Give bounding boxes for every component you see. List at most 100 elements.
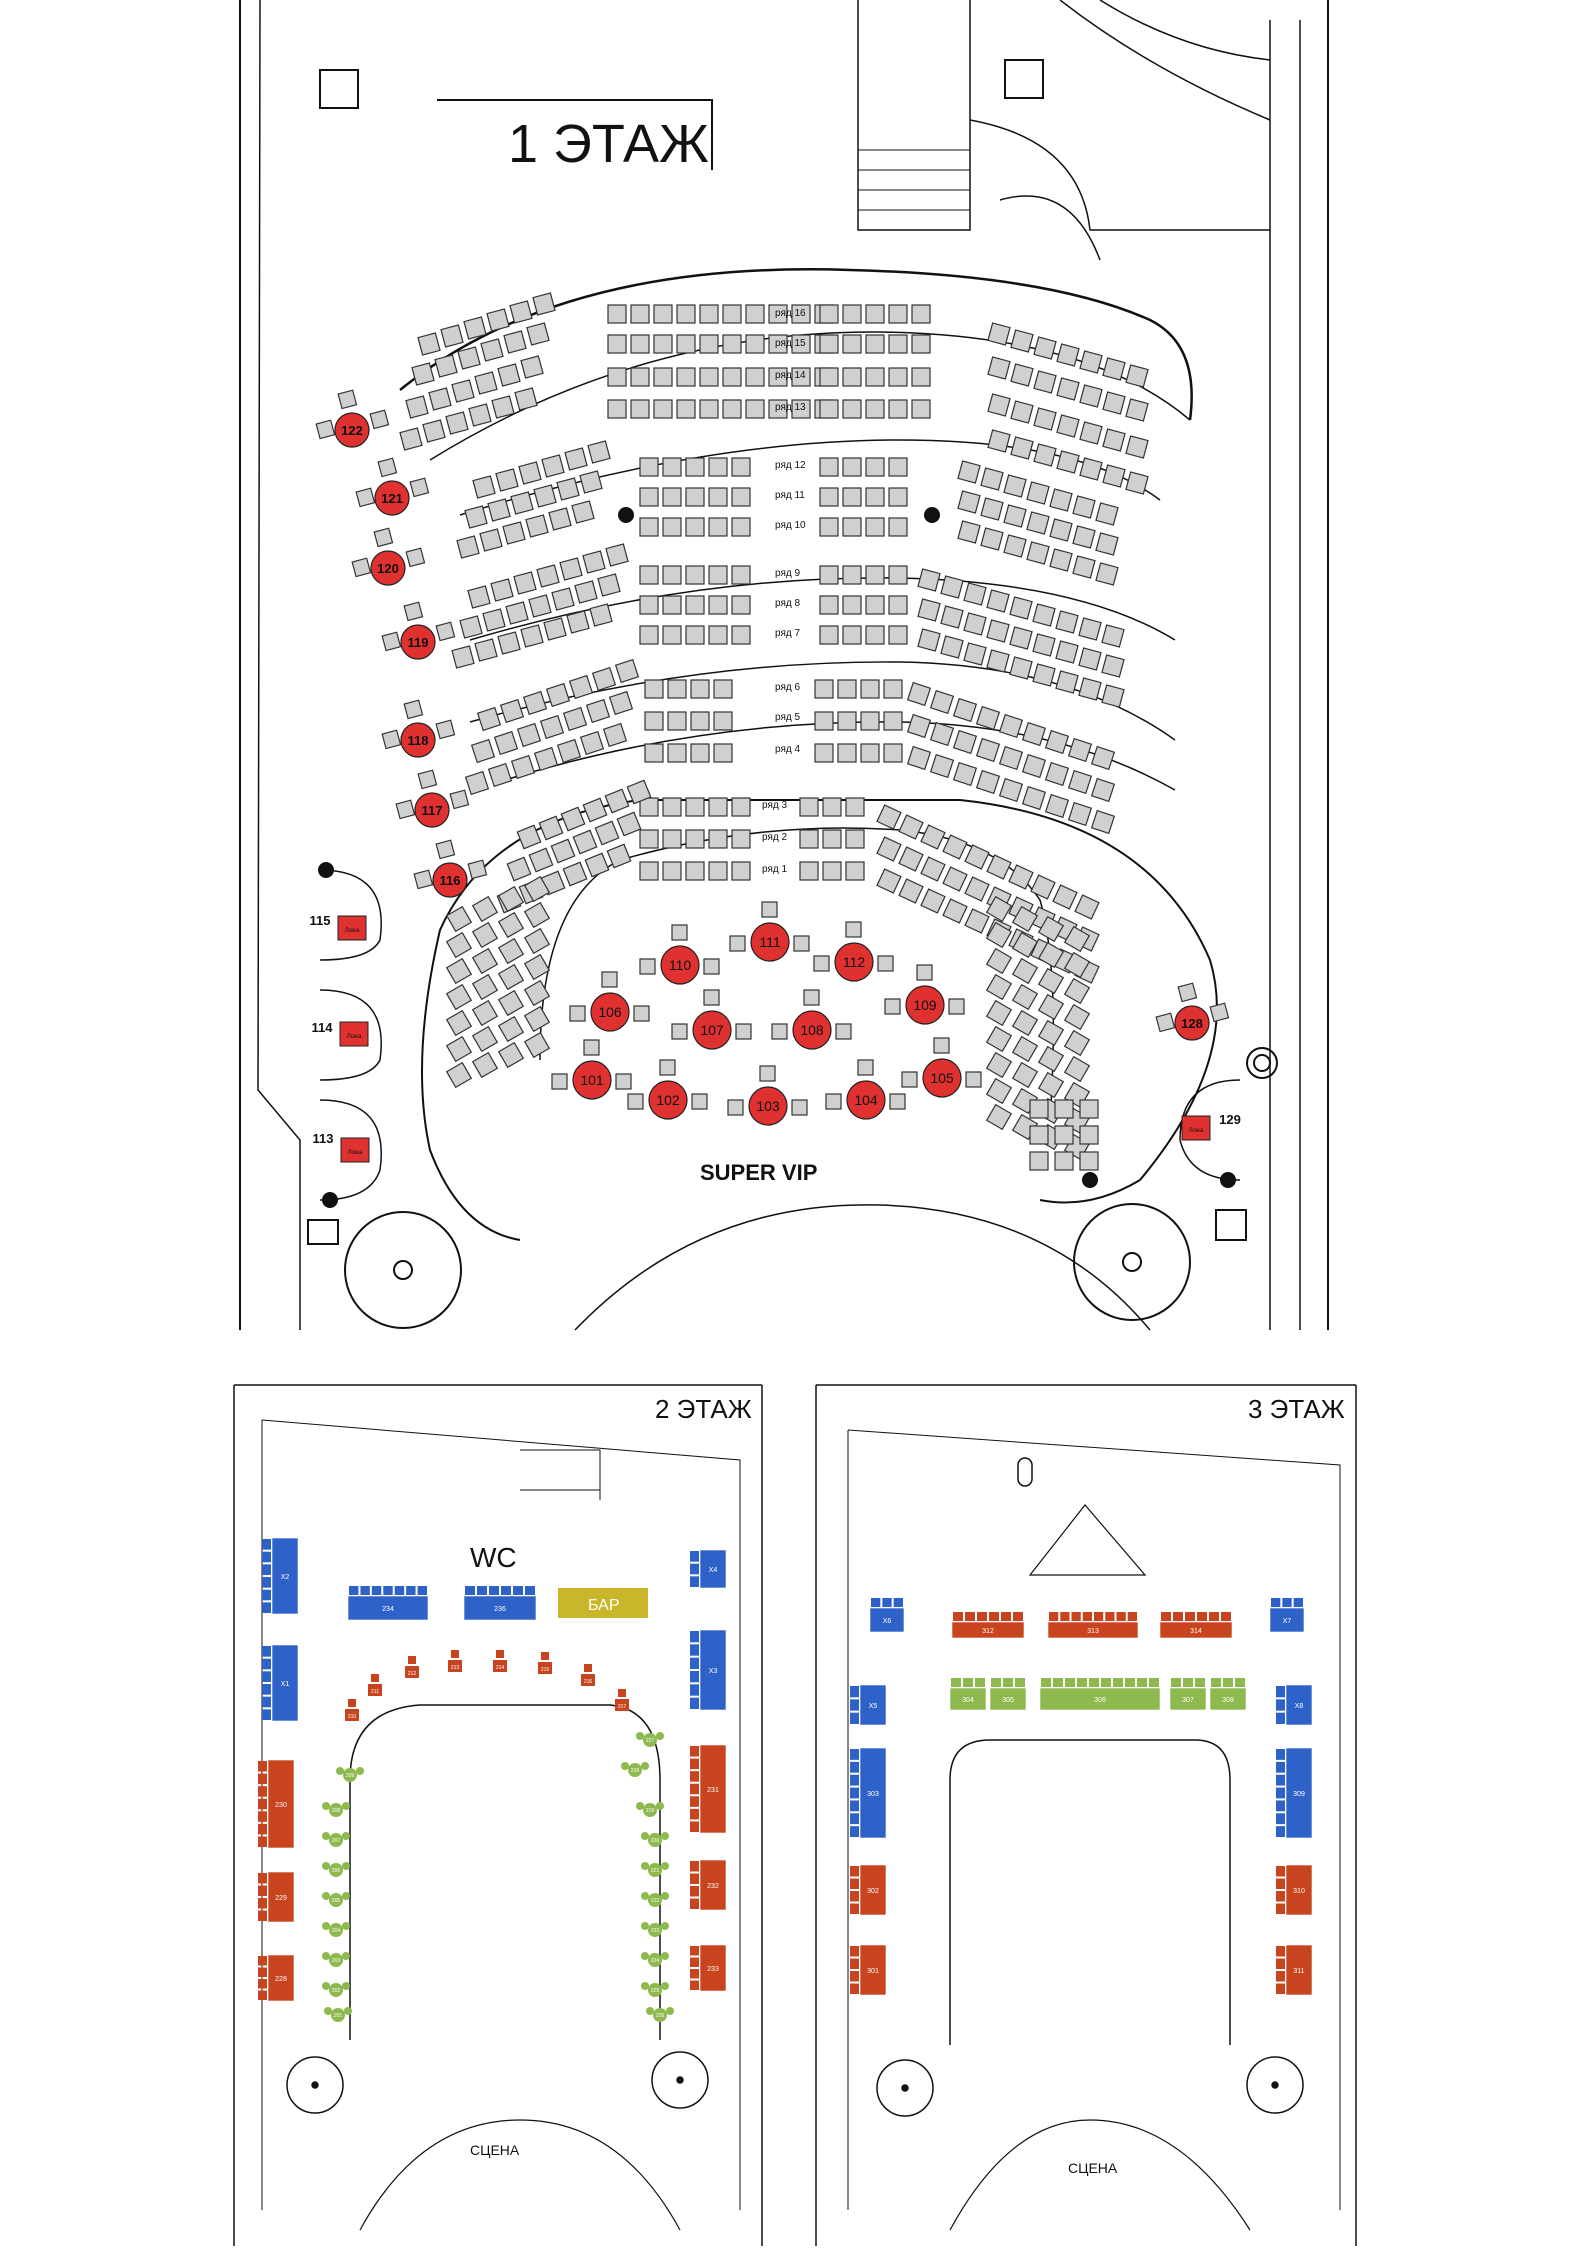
seat[interactable] [1011,931,1039,959]
box-304[interactable]: 304 [949,1678,987,1711]
seat[interactable] [495,468,519,492]
seat[interactable] [917,598,941,622]
seat[interactable] [477,1586,487,1595]
seat[interactable] [845,921,862,938]
seat[interactable] [901,1071,918,1088]
seat[interactable] [1003,534,1027,558]
table-circle[interactable] [628,1763,642,1777]
seat[interactable] [1063,1003,1091,1031]
seat[interactable] [1276,1903,1285,1915]
seat[interactable] [601,971,618,988]
seat[interactable] [499,698,525,724]
seat[interactable] [1026,511,1050,535]
table-227[interactable]: 227 [636,1732,664,1747]
table-219[interactable]: 219 [636,1802,664,1817]
seat[interactable] [394,1586,405,1595]
table-225[interactable]: 225 [641,1982,669,1997]
seat[interactable] [582,797,608,823]
seat[interactable] [539,714,565,740]
seat[interactable] [342,1982,350,1990]
seat[interactable] [985,895,1013,923]
seat[interactable] [1276,1774,1285,1786]
seat[interactable] [656,1732,664,1740]
seat[interactable] [653,399,673,419]
box-body[interactable] [699,1629,727,1711]
seat[interactable] [486,308,510,332]
seat[interactable] [556,477,580,501]
seat[interactable] [985,1025,1013,1053]
seat[interactable] [1078,647,1102,671]
seat[interactable] [1033,370,1057,394]
seat[interactable] [882,1598,892,1607]
seat[interactable] [708,625,728,645]
seat[interactable] [545,682,571,708]
seat[interactable] [987,322,1011,346]
seat[interactable] [850,1826,859,1837]
seat[interactable] [471,921,499,949]
seat[interactable] [964,908,990,934]
seat[interactable] [929,753,955,779]
seat[interactable] [262,1577,271,1588]
seat[interactable] [1030,874,1056,900]
seat[interactable] [911,304,931,324]
seat[interactable] [1037,1071,1065,1099]
seat[interactable] [571,500,595,524]
seat[interactable] [661,1892,669,1900]
seat[interactable] [865,367,885,387]
seat[interactable] [708,517,728,537]
seat[interactable] [639,829,659,849]
seat[interactable] [579,730,605,756]
seat[interactable] [690,1821,699,1832]
seat[interactable] [262,1564,271,1575]
seat[interactable] [690,1551,699,1562]
seat[interactable] [258,1761,267,1772]
seat[interactable] [503,330,527,354]
seat[interactable] [562,861,588,887]
seat[interactable] [520,624,544,648]
seat[interactable] [636,1802,644,1810]
seat[interactable] [877,955,894,972]
seat[interactable] [1029,1099,1049,1119]
seat[interactable] [731,457,751,477]
seat[interactable] [948,998,965,1015]
seat[interactable] [641,1922,649,1930]
seat[interactable] [659,1059,676,1076]
seat[interactable] [497,1015,525,1043]
seat[interactable] [514,387,538,411]
seat[interactable] [566,610,590,634]
seat[interactable] [1033,336,1057,360]
seat[interactable] [262,1696,271,1708]
seat[interactable] [987,429,1011,453]
seat[interactable] [690,1946,699,1956]
seat[interactable] [957,460,981,484]
seat[interactable] [942,866,968,892]
seat[interactable] [998,745,1024,771]
seat[interactable] [583,1039,600,1056]
seat[interactable] [690,1684,699,1696]
seat[interactable] [991,1678,1001,1687]
seat[interactable] [1079,457,1103,481]
seat[interactable] [888,595,908,615]
seat[interactable] [399,427,423,451]
seat[interactable] [671,1023,688,1040]
seat[interactable] [1079,1125,1099,1145]
seat[interactable] [1053,1678,1063,1687]
seat[interactable] [413,869,434,890]
seat[interactable] [1171,1678,1181,1687]
seat[interactable] [417,1586,427,1595]
seat[interactable] [258,1979,267,1989]
seat[interactable] [509,300,533,324]
seat[interactable] [1276,1800,1285,1812]
seat[interactable] [865,399,885,419]
seat[interactable] [528,847,554,873]
seat[interactable] [1029,1125,1049,1145]
seat[interactable] [1271,1598,1281,1607]
seat[interactable] [1032,633,1056,657]
seat[interactable] [940,635,964,659]
seat[interactable] [731,565,751,585]
seat[interactable] [888,625,908,645]
seat[interactable] [980,467,1004,491]
seat[interactable] [463,316,487,340]
seat[interactable] [641,1952,649,1960]
